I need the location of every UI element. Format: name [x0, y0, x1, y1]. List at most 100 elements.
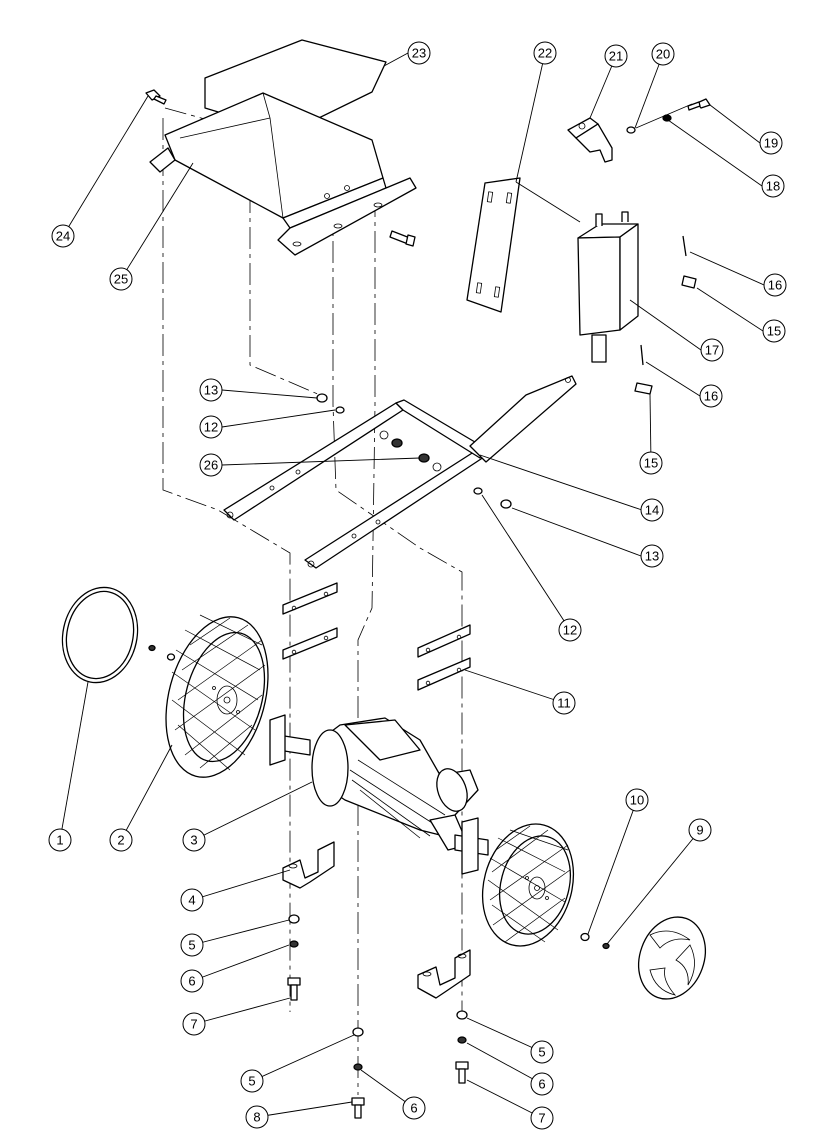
callout-6a-label: 6	[188, 974, 195, 989]
part-22-mounting-plate	[466, 177, 521, 313]
part-5-washer-left	[288, 914, 300, 924]
callout-5a: 5	[180, 933, 204, 957]
callout-7a-label: 7	[190, 1017, 197, 1032]
part-13-washer-b	[500, 499, 512, 509]
callout-12b-label: 12	[563, 623, 577, 638]
callout-13b-label: 13	[645, 549, 659, 564]
left-axle-washer	[148, 644, 176, 661]
part-17-actuator	[577, 211, 639, 363]
callout-22: 22	[533, 41, 557, 65]
callout-13b: 13	[640, 544, 664, 568]
callout-16a: 16	[763, 273, 787, 297]
part-8-bolt	[351, 1097, 365, 1119]
callout-6c: 6	[530, 1072, 554, 1096]
callout-15b: 15	[639, 451, 663, 475]
part-3-gear-motor	[269, 714, 489, 875]
callout-17: 17	[700, 338, 724, 362]
callout-22-label: 22	[538, 46, 552, 61]
part-15-pin-lower	[634, 382, 653, 395]
callout-26-label: 26	[204, 458, 218, 473]
part-16-cotter-upper	[682, 235, 687, 257]
callout-5c: 5	[530, 1040, 554, 1064]
part-24-bolt	[145, 89, 167, 105]
part-21-bracket	[567, 117, 613, 163]
part-7-bolt-right	[455, 1061, 469, 1084]
part-1-hub-cap-ring	[61, 586, 139, 684]
callout-16b-label: 16	[704, 389, 718, 404]
callout-8-label: 8	[253, 1110, 260, 1125]
callout-25: 25	[109, 267, 133, 291]
callout-12b: 12	[558, 618, 582, 642]
callout-15b-label: 15	[644, 456, 658, 471]
callout-7b: 7	[530, 1106, 554, 1130]
callout-5b-label: 5	[248, 1074, 255, 1089]
part-10-washer	[580, 932, 610, 950]
right-motor-bracket	[417, 949, 471, 999]
callout-24-label: 24	[56, 229, 70, 244]
callout-19-label: 19	[764, 136, 778, 151]
callout-15a: 15	[762, 319, 786, 343]
callout-21-label: 21	[609, 49, 623, 64]
callout-1-label: 1	[56, 833, 63, 848]
callout-2: 2	[109, 828, 133, 852]
callout-5a-label: 5	[188, 938, 195, 953]
part-20-washer	[626, 126, 636, 134]
callout-5b: 5	[240, 1069, 264, 1093]
callout-6b: 6	[402, 1096, 426, 1120]
callout-3-label: 3	[190, 833, 197, 848]
callout-4: 4	[180, 888, 204, 912]
housing-bolt	[389, 230, 416, 247]
callout-9-label: 9	[696, 823, 703, 838]
leader-lines	[59, 52, 765, 1119]
callout-4-label: 4	[188, 893, 195, 908]
callout-6a: 6	[180, 969, 204, 993]
part-13-washer-a	[316, 393, 328, 403]
part-5-washer-center	[352, 1027, 364, 1037]
callout-20: 20	[651, 42, 675, 66]
part-14-lift-frame	[223, 375, 577, 569]
part-26-nut-a	[391, 438, 403, 448]
part-6-lockwasher-right	[457, 1036, 467, 1044]
part-6-lockwasher-left	[289, 940, 299, 948]
callout-11-label: 11	[557, 696, 571, 711]
right-wheel	[481, 823, 575, 947]
callout-15a-label: 15	[767, 324, 781, 339]
callout-9: 9	[688, 818, 712, 842]
part-2-left-wheel	[165, 614, 269, 778]
callout-3: 3	[182, 828, 206, 852]
callout-16a-label: 16	[768, 278, 782, 293]
part-5-washer-right	[456, 1010, 468, 1020]
callout-7a: 7	[182, 1012, 206, 1036]
callout-8: 8	[245, 1105, 269, 1129]
callout-20-label: 20	[656, 47, 670, 62]
callout-12a: 12	[199, 415, 223, 439]
callout-25-label: 25	[114, 272, 128, 287]
callout-23: 23	[407, 41, 431, 65]
callout-18-label: 18	[766, 179, 780, 194]
part-15-pin-upper	[681, 275, 697, 289]
callout-11: 11	[552, 691, 576, 715]
callout-16b: 16	[699, 384, 723, 408]
callout-10-label: 10	[630, 793, 644, 808]
part-16-cotter-lower	[640, 344, 644, 366]
callout-17-label: 17	[705, 343, 719, 358]
part-11-spacer-plates	[282, 582, 471, 691]
callout-14-label: 14	[645, 503, 659, 518]
callout-19: 19	[759, 131, 783, 155]
callout-6b-label: 6	[410, 1101, 417, 1116]
callout-12a-label: 12	[204, 420, 218, 435]
callout-13a: 13	[199, 378, 223, 402]
callout-7b-label: 7	[538, 1111, 545, 1126]
part-6-lockwasher-center	[353, 1063, 363, 1071]
callout-26: 26	[199, 453, 223, 477]
callout-14: 14	[640, 498, 664, 522]
callout-13a-label: 13	[204, 383, 218, 398]
part-9-hub-cap	[638, 916, 706, 1000]
callout-24: 24	[51, 224, 75, 248]
callout-6c-label: 6	[538, 1077, 545, 1092]
callout-21: 21	[604, 44, 628, 68]
callout-2-label: 2	[117, 833, 124, 848]
part-25-housing-bracket	[149, 92, 417, 256]
part-4-motor-bracket	[282, 841, 335, 889]
